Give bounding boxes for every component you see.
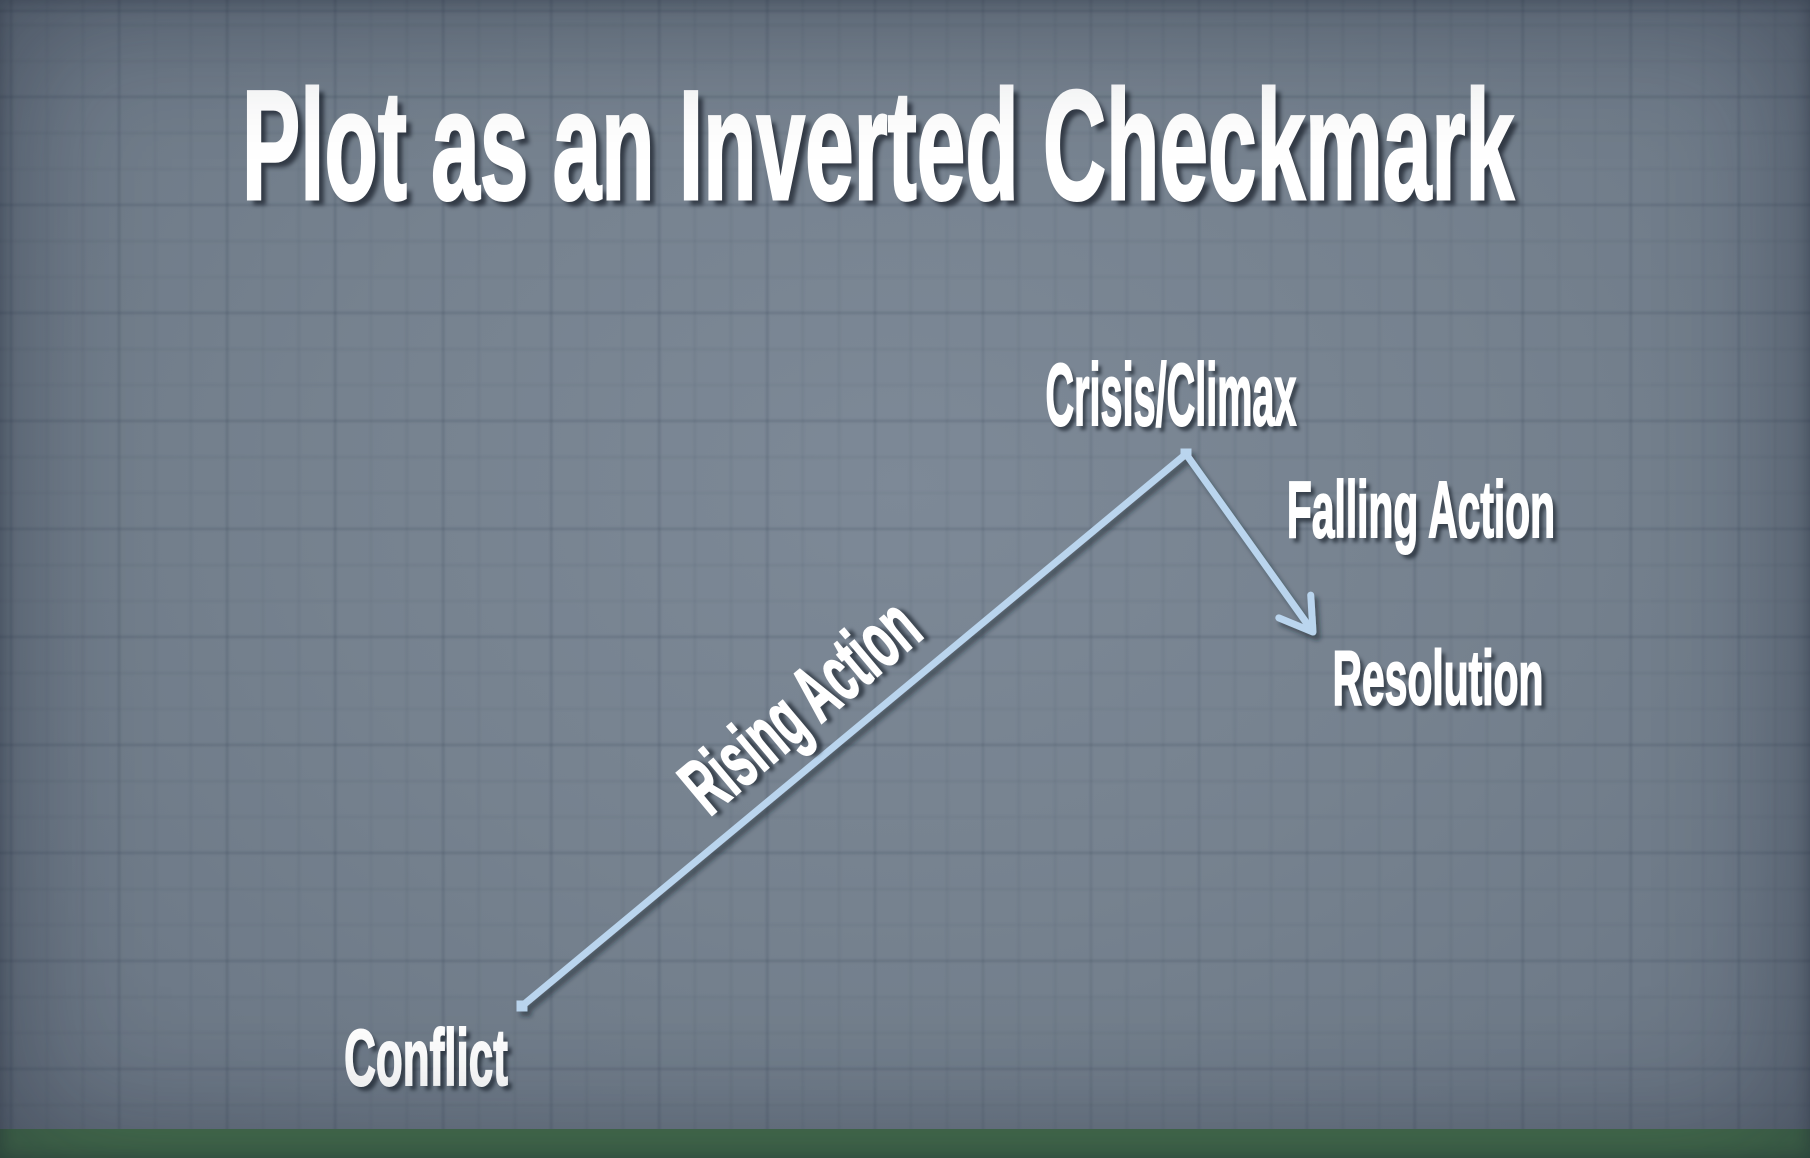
footer-strip (0, 1129, 1810, 1158)
label-resolution: Resolution (1239, 635, 1637, 722)
label-crisis-climax: Crisis/Climax (892, 345, 1450, 444)
falling-action-line (1182, 450, 1312, 629)
arrowhead-icon (1275, 591, 1317, 636)
conflict-point-marker (516, 1000, 528, 1012)
label-crisis-climax-text: Crisis/Climax (1045, 345, 1297, 444)
slide-title: Plot as an Inverted Checkmark (0, 59, 1810, 233)
label-falling-action: Falling Action (1158, 465, 1684, 554)
label-conflict: Conflict (277, 1013, 575, 1102)
label-falling-action-text: Falling Action (1286, 465, 1556, 554)
rising-action-line (518, 450, 1190, 1010)
slide-title-text: Plot as an Inverted Checkmark (241, 59, 1515, 233)
climax-point-marker (1180, 448, 1192, 460)
label-conflict-text: Conflict (344, 1013, 509, 1102)
label-resolution-text: Resolution (1332, 635, 1544, 722)
